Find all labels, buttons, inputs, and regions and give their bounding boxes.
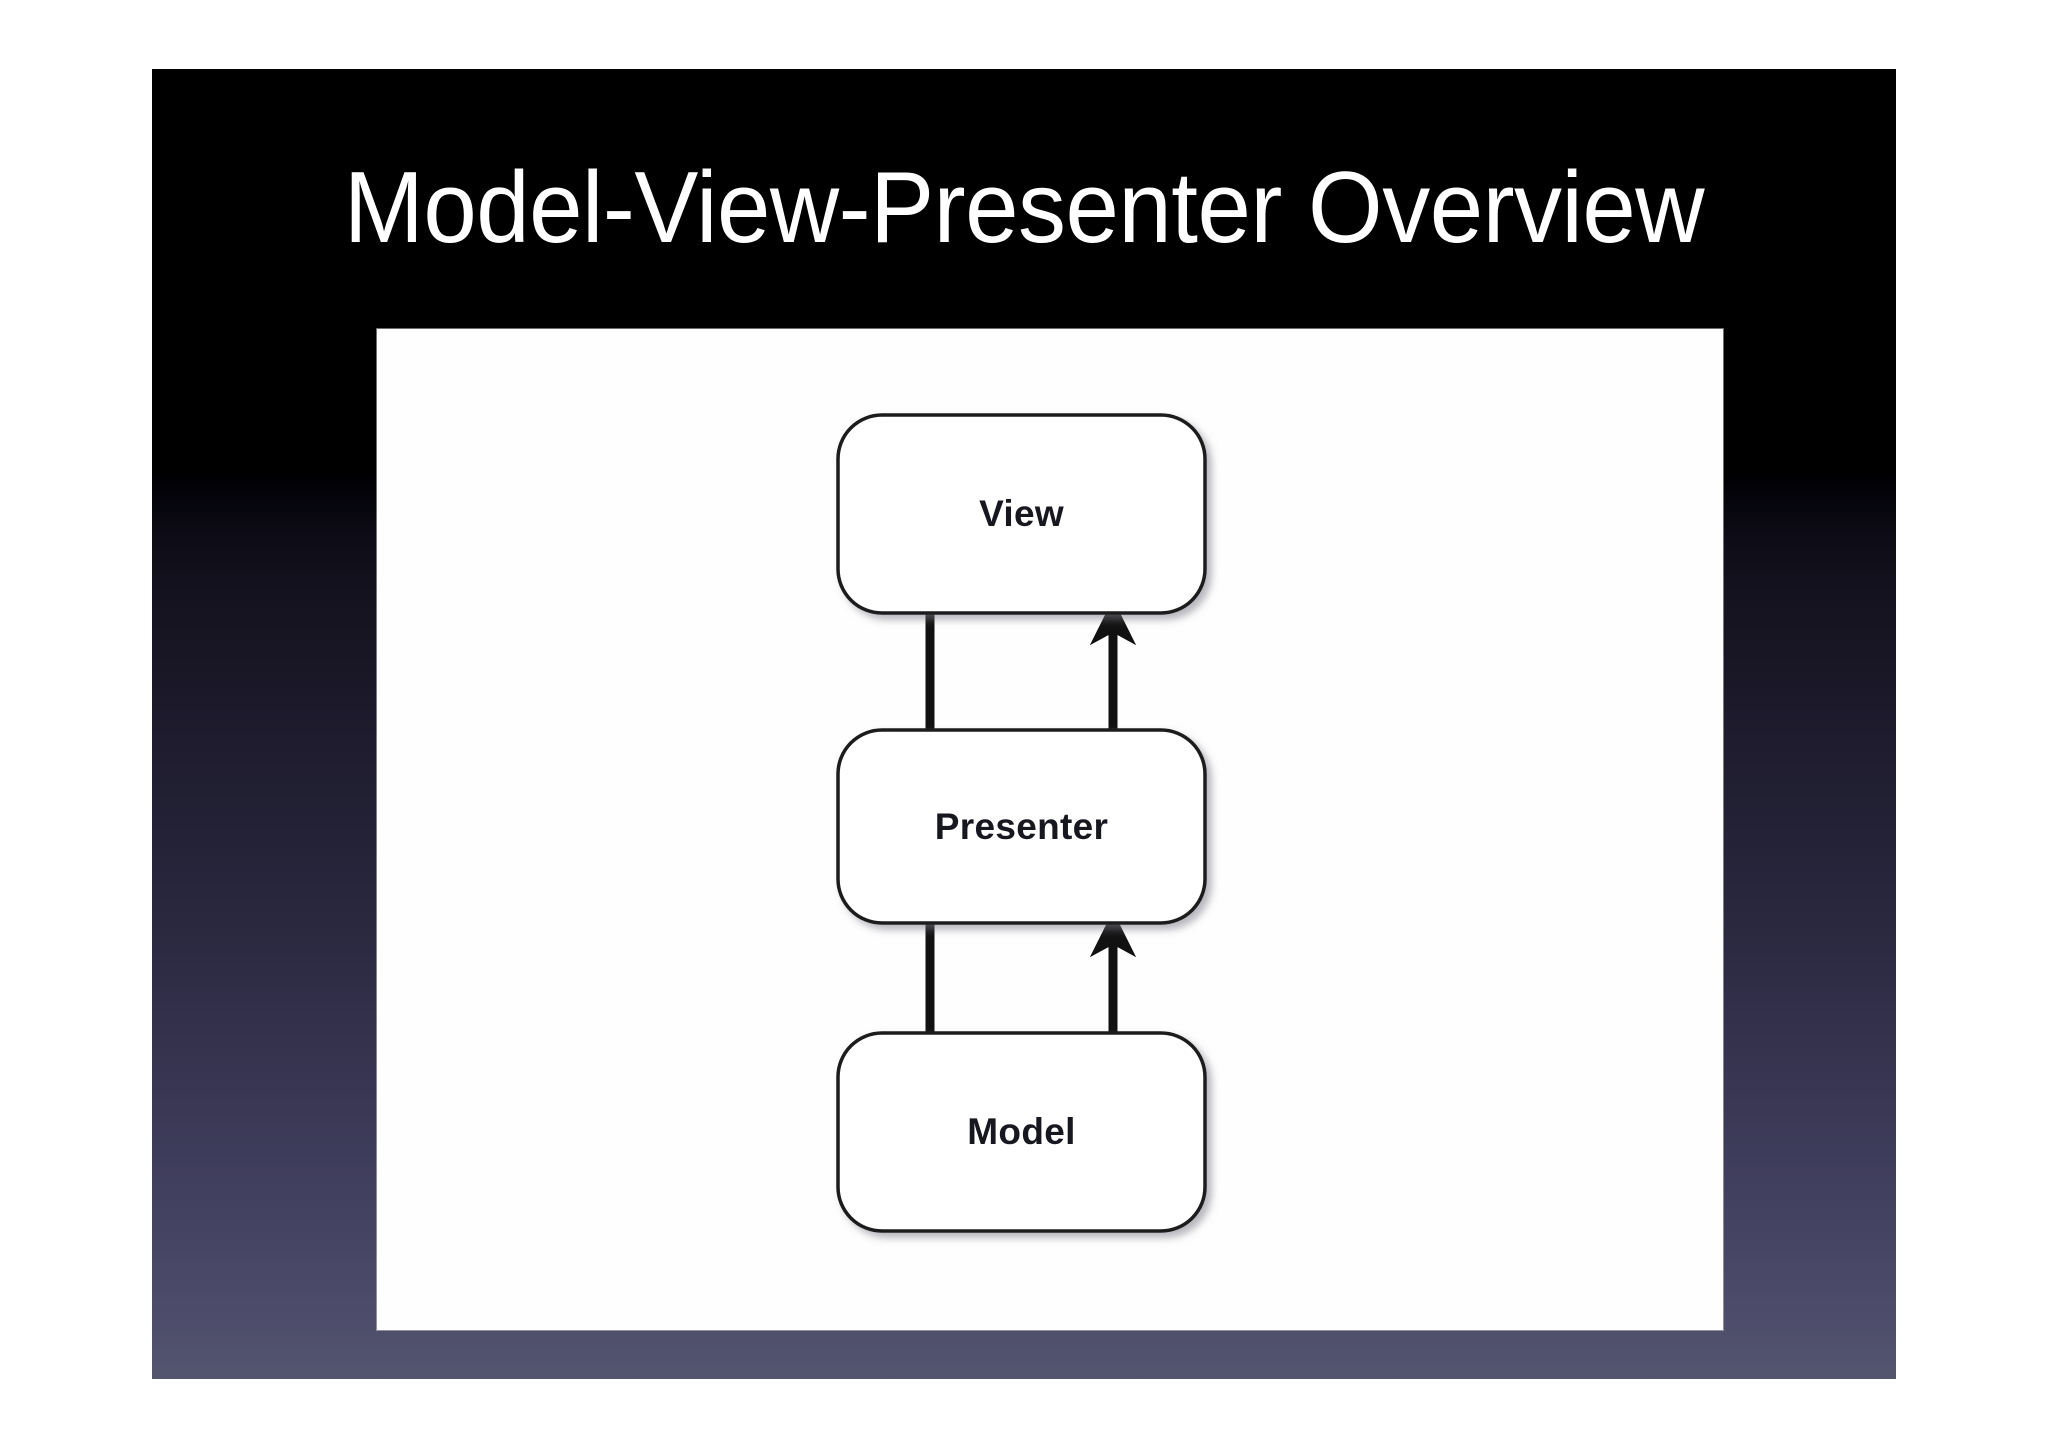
mvp-diagram: View Presenter Model (377, 329, 1723, 1330)
node-view-box (836, 413, 1207, 615)
node-presenter-box (836, 728, 1207, 925)
node-model-box (836, 1031, 1207, 1233)
slide-title: Model-View-Presenter Overview (343, 152, 1705, 264)
content-panel: View Presenter Model (377, 329, 1723, 1330)
mvp-diagram-svg (836, 413, 1207, 1233)
presentation-slide: Model-View-Presenter Overview (152, 69, 1896, 1379)
